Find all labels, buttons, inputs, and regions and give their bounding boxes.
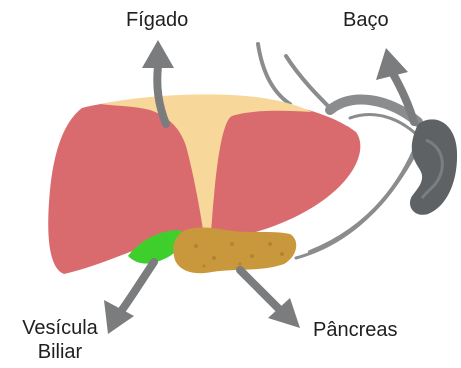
spleen-label: Baço [343,8,389,32]
pancreas-shape [173,228,296,274]
gallbladder-label: Vesícula Biliar [10,316,110,364]
pancreas-label: Pâncreas [313,318,398,342]
gallbladder-label-line2: Biliar [10,340,110,364]
gallbladder-label-line1: Vesícula [10,316,110,340]
pancreas-arrow [240,270,300,328]
gallbladder-arrow [104,262,154,334]
spleen-shape [410,119,457,214]
liver-label: Fígado [126,8,188,32]
